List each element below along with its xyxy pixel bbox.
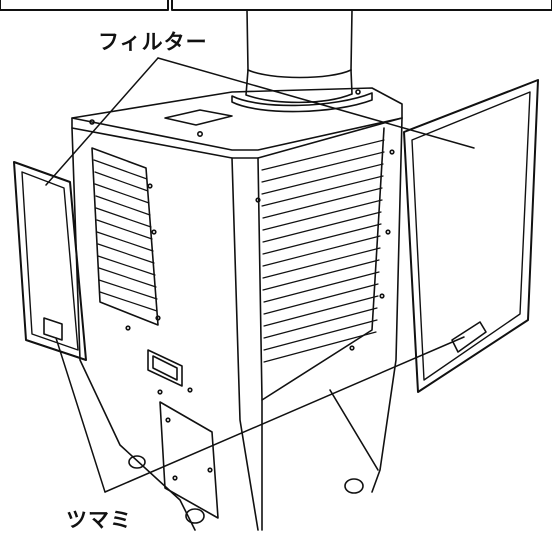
right-filter-panel (403, 79, 539, 393)
unit-left-side (71, 127, 364, 531)
left-filter-panel (13, 161, 87, 361)
exhaust-duct (231, 9, 373, 113)
knob-label: ツマミ (66, 508, 132, 532)
unit-right-side (255, 117, 403, 531)
filter-label: フィルター (98, 30, 208, 54)
top-frame-stubs (0, 0, 552, 11)
leader-lines (45, 57, 475, 493)
